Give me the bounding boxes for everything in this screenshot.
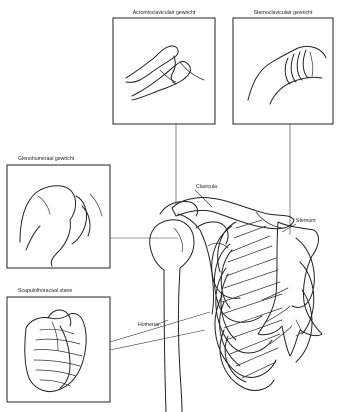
label-humerus: Humerus (138, 322, 159, 328)
label-sternoclavicular: Sternoclaviculair gewricht (254, 10, 313, 16)
label-sternum: Sternum (296, 218, 316, 224)
humerus (150, 220, 194, 412)
acromioclavicular-box (113, 18, 215, 124)
sternoclavicular-box (233, 18, 333, 124)
label-scapulothoracal: Scapulothoracaal stane (18, 288, 72, 294)
glenohumeral-box (7, 165, 110, 268)
label-glenohumeral: Glenohumeraal gewricht (18, 156, 75, 162)
ribcage (212, 220, 322, 390)
label-acromioclavicular: Acromioclaviculair gewricht (133, 10, 196, 16)
scapulothoracal-box (7, 297, 110, 402)
label-clavicula: Clavicula (196, 184, 217, 190)
